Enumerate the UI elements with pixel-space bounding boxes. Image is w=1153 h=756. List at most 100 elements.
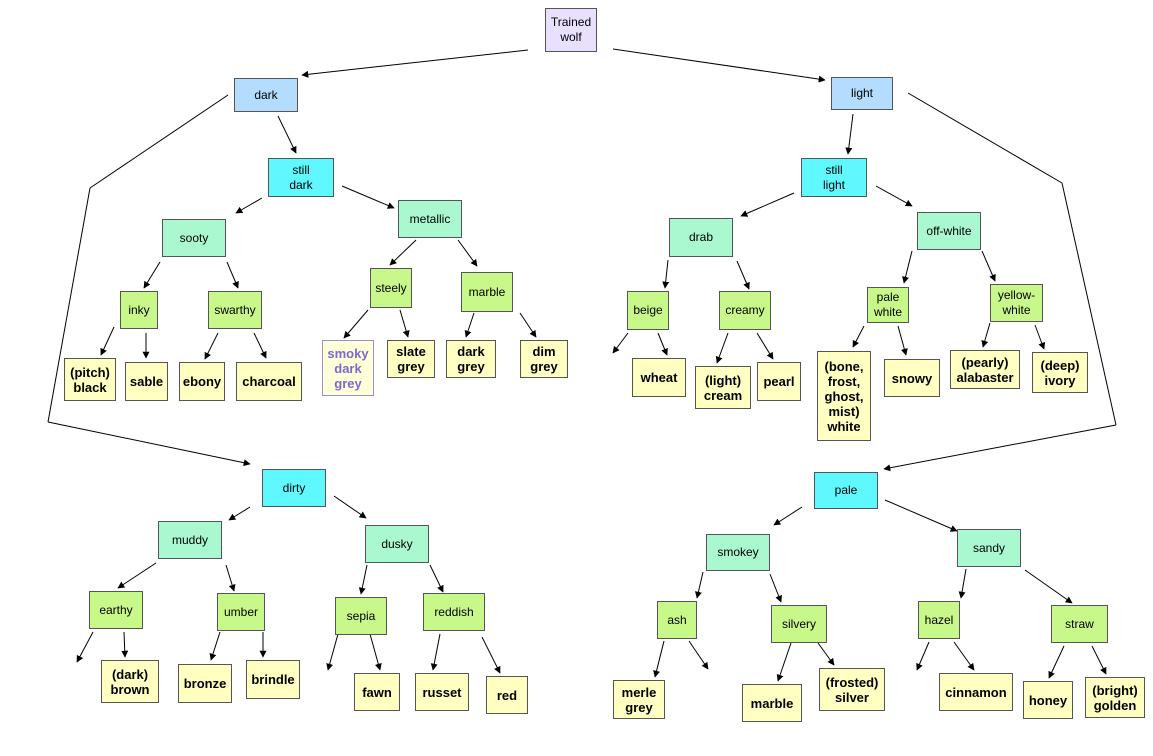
edge-11 xyxy=(341,185,395,209)
node-red: red xyxy=(486,676,528,714)
node-marble-y: marble xyxy=(742,684,802,722)
edge-61 xyxy=(817,642,835,666)
node-merlegrey: merle grey xyxy=(613,680,665,719)
node-offwhite: off-white xyxy=(917,212,981,250)
edge-12 xyxy=(740,192,795,217)
node-slategrey: slate grey xyxy=(387,340,435,378)
node-ebony: ebony xyxy=(179,362,225,401)
node-swarthy: swarthy xyxy=(208,291,262,329)
node-dimgrey: dim grey xyxy=(520,340,568,378)
edge-46 xyxy=(326,633,339,671)
edge-54 xyxy=(852,325,865,348)
edge-1 xyxy=(612,48,826,83)
edge-0 xyxy=(301,49,529,78)
edge-17 xyxy=(884,499,958,532)
node-smokey: smokey xyxy=(706,534,770,571)
edge-34 xyxy=(100,326,115,356)
edge-37 xyxy=(253,332,267,359)
edge-50 xyxy=(612,332,629,354)
edge-53 xyxy=(756,332,774,360)
node-pale: pale xyxy=(814,472,878,509)
node-wheat: wheat xyxy=(632,358,686,397)
node-sepia: sepia xyxy=(335,597,387,635)
edge-24 xyxy=(358,564,368,595)
edge-64 xyxy=(1048,645,1065,679)
node-russet: russet xyxy=(415,673,469,711)
node-inky: inky xyxy=(120,291,158,329)
node-brightgolden: (bright) golden xyxy=(1085,677,1145,718)
node-pitchblack: (pitch) black xyxy=(64,358,116,401)
edge-55 xyxy=(897,325,908,356)
edge-8 xyxy=(1061,182,1117,426)
edge-40 xyxy=(464,312,475,338)
edge-60 xyxy=(776,642,792,682)
edge-25 xyxy=(429,564,444,593)
edge-59 xyxy=(688,640,709,670)
node-darkbrown: (dark) brown xyxy=(101,660,159,703)
edge-6 xyxy=(47,421,251,467)
node-brindle: brindle xyxy=(246,660,300,699)
node-sable: sable xyxy=(125,362,168,401)
node-ash: ash xyxy=(657,601,697,639)
edge-39 xyxy=(399,309,410,338)
edge-26 xyxy=(662,259,670,289)
node-fawn: fawn xyxy=(354,673,400,711)
edge-51 xyxy=(657,332,668,356)
node-palewhite: pale white xyxy=(867,287,909,323)
node-ivory: (deep) ivory xyxy=(1032,352,1088,393)
edge-65 xyxy=(1091,645,1107,675)
edge-2 xyxy=(277,115,297,154)
node-light: light xyxy=(831,77,893,110)
edge-56 xyxy=(981,322,991,348)
node-cinnamon: cinnamon xyxy=(939,673,1013,711)
node-root: Trained wolf xyxy=(545,8,597,52)
node-smokydarkgrey: smoky dark grey xyxy=(322,340,374,396)
node-beige: beige xyxy=(627,291,669,330)
edge-5 xyxy=(47,187,91,423)
node-hazel: hazel xyxy=(918,601,960,639)
node-frostedsilver: (frosted) silver xyxy=(819,668,885,711)
node-charcoal: charcoal xyxy=(236,362,302,401)
node-alabaster: (pearly) alabaster xyxy=(950,350,1020,389)
edge-29 xyxy=(981,250,996,282)
edge-4 xyxy=(89,94,229,189)
edge-58 xyxy=(653,640,665,678)
edge-31 xyxy=(769,573,782,603)
edge-28 xyxy=(902,250,913,284)
edge-48 xyxy=(430,633,441,671)
node-bonefrost: (bone, frost, ghost, mist) white xyxy=(817,351,871,441)
edge-30 xyxy=(695,571,704,599)
node-umber: umber xyxy=(217,593,265,631)
edge-19 xyxy=(226,261,239,289)
node-earthy: earthy xyxy=(89,591,143,629)
node-yellowwhite: yellow- white xyxy=(990,284,1043,322)
node-bronze: bronze xyxy=(178,664,232,703)
node-steely: steely xyxy=(370,268,412,308)
edge-7 xyxy=(907,92,1063,184)
edge-9 xyxy=(883,424,1117,472)
node-straw: straw xyxy=(1051,605,1108,643)
edge-15 xyxy=(333,495,367,519)
edge-57 xyxy=(1034,324,1046,350)
node-pearl: pearl xyxy=(757,362,801,401)
edge-18 xyxy=(143,261,161,289)
edge-63 xyxy=(953,641,975,671)
edge-21 xyxy=(457,239,478,267)
edge-32 xyxy=(958,568,967,599)
edge-10 xyxy=(235,197,263,214)
node-sooty: sooty xyxy=(162,219,226,257)
node-sandy: sandy xyxy=(957,529,1021,567)
node-snowy: snowy xyxy=(884,359,940,397)
edge-13 xyxy=(875,185,913,207)
edge-27 xyxy=(736,260,750,290)
edge-23 xyxy=(225,564,236,592)
edge-20 xyxy=(389,239,417,266)
node-still-dark: still dark xyxy=(268,158,334,197)
node-creamy: creamy xyxy=(719,291,771,330)
node-dusky: dusky xyxy=(365,525,429,563)
node-still-light: still light xyxy=(801,158,867,197)
edge-14 xyxy=(228,506,251,521)
edge-41 xyxy=(519,312,537,338)
edge-38 xyxy=(343,309,369,339)
